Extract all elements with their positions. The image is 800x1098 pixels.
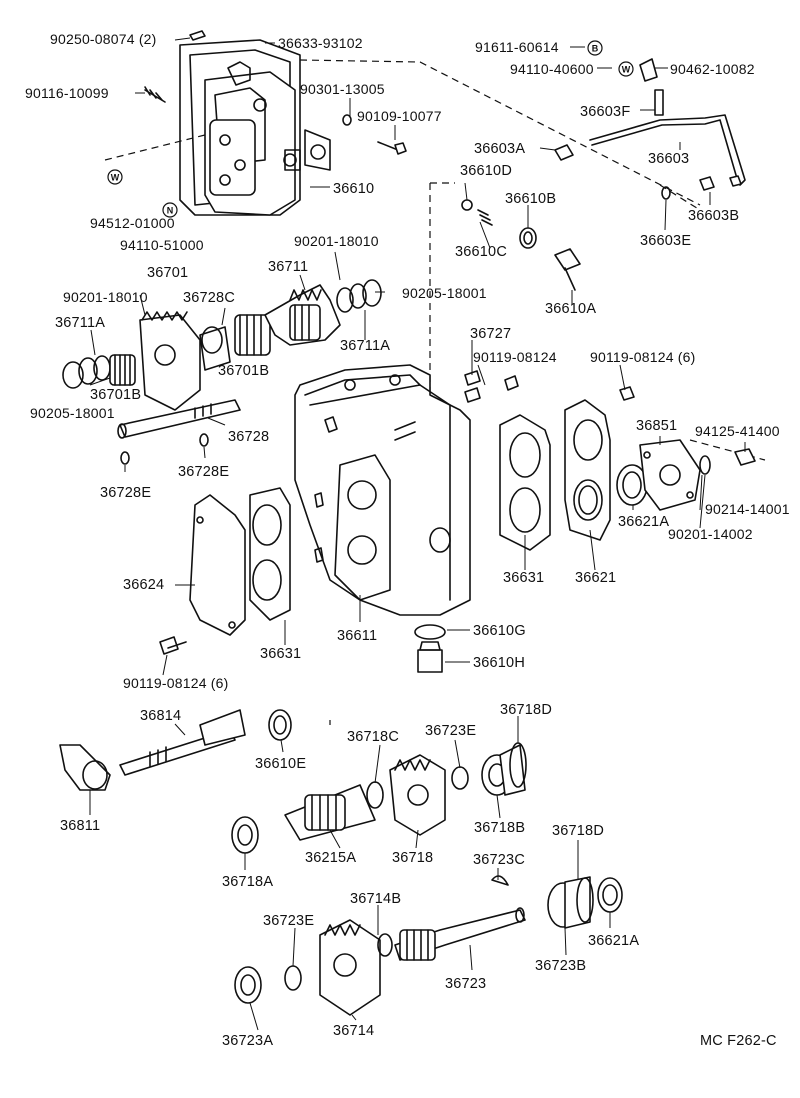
- part-label: 90201-18010: [63, 289, 148, 305]
- breather-pipe-assembly: [554, 58, 746, 200]
- part-label: 90250-08074 (2): [50, 31, 157, 47]
- part-label: 90214-14001: [705, 501, 790, 517]
- part-label: 36610E: [255, 756, 306, 772]
- part-label: 36610G: [473, 623, 526, 639]
- part-label: 36701: [147, 265, 188, 281]
- transfer-case-36611: [294, 364, 471, 673]
- part-label: 36714: [333, 1023, 374, 1039]
- part-label: 36603A: [474, 141, 525, 157]
- part-label: 36215A: [305, 850, 356, 866]
- part-label: 90462-10082: [670, 61, 755, 77]
- part-label: 36610: [333, 181, 374, 197]
- upper-gear-cluster: [62, 279, 382, 411]
- symbol-w-top: W: [618, 61, 634, 77]
- diagram-code: MC F262-C: [700, 1033, 777, 1049]
- part-label: 36621A: [618, 514, 669, 530]
- part-label: 36610D: [460, 163, 512, 179]
- part-label: 90119-08124: [473, 349, 557, 365]
- svg-text:W: W: [622, 65, 631, 75]
- part-label: 36621: [575, 570, 616, 586]
- part-label: 36723E: [425, 723, 476, 739]
- part-label: 36727: [470, 326, 511, 342]
- symbol-w-left: W: [107, 169, 123, 185]
- part-label: 36714B: [350, 891, 401, 907]
- part-label: 36611: [337, 628, 377, 644]
- part-label: 36728E: [178, 464, 229, 480]
- part-label: 36728C: [183, 290, 235, 306]
- part-label: 36718C: [347, 729, 399, 745]
- left-gaskets: [159, 487, 291, 655]
- part-label: 36603B: [688, 208, 739, 224]
- part-label: 90119-08124 (6): [123, 675, 228, 691]
- part-label: 90205-18001: [30, 405, 115, 421]
- transfer-cover-assembly: [179, 39, 331, 216]
- cover-small-parts: [461, 199, 581, 291]
- part-label: 36723C: [473, 852, 525, 868]
- part-label: 94110-51000: [120, 237, 204, 253]
- part-label: 36701B: [90, 387, 141, 403]
- part-label: 36631: [503, 570, 544, 586]
- part-labels: 90250-08074 (2) 36633-93102 91611-60614 …: [25, 31, 790, 1049]
- part-label: 36631: [260, 646, 301, 662]
- part-label: 90205-18001: [402, 285, 487, 301]
- part-label: 36718A: [222, 874, 273, 890]
- part-label: 90201-18010: [294, 233, 379, 249]
- part-label: 36718B: [474, 820, 525, 836]
- part-label: 36610B: [505, 191, 556, 207]
- svg-text:N: N: [167, 206, 174, 216]
- part-label: 94110-40600: [510, 61, 594, 77]
- svg-text:B: B: [592, 44, 599, 54]
- part-label: 36718D: [552, 823, 604, 839]
- part-label: 36811: [60, 818, 100, 834]
- part-label: 36723B: [535, 958, 586, 974]
- svg-text:W: W: [111, 173, 120, 183]
- part-label: 36728: [228, 429, 269, 445]
- part-label: 90301-13005: [300, 81, 385, 97]
- part-label: 91611-60614: [475, 39, 559, 55]
- symbol-b: B: [587, 40, 603, 56]
- symbol-n: N: [162, 202, 178, 218]
- part-label: 94125-41400: [695, 423, 780, 439]
- part-label: 36610C: [455, 244, 507, 260]
- part-label: 90119-08124 (6): [590, 349, 695, 365]
- shift-fork-parts: [59, 709, 292, 791]
- part-label: 36610A: [545, 301, 596, 317]
- top-bolts: [144, 30, 407, 155]
- leader-lines: [89, 37, 746, 1031]
- part-label: 90116-10099: [25, 85, 109, 101]
- part-label: 90109-10077: [357, 108, 442, 124]
- part-label: 36723A: [222, 1033, 273, 1049]
- part-label: 36603F: [580, 104, 630, 120]
- shaft-36728: [117, 399, 241, 465]
- right-gaskets: [499, 399, 611, 551]
- part-label: 36603: [648, 151, 689, 167]
- part-label: 36711A: [55, 315, 105, 331]
- output-gear-cluster: [231, 742, 527, 854]
- part-label: 36621A: [588, 933, 639, 949]
- part-label: 36701B: [218, 363, 269, 379]
- part-label: 36718: [392, 850, 433, 866]
- part-label: 90201-14002: [668, 526, 753, 542]
- part-label: 36814: [140, 708, 181, 724]
- part-label: 36633-93102: [278, 35, 363, 51]
- part-label: 36603E: [640, 233, 691, 249]
- part-label: 94512-01000: [90, 215, 175, 231]
- part-label: 36711A: [340, 338, 390, 354]
- part-label: 36718D: [500, 702, 552, 718]
- part-label: 36723: [445, 976, 486, 992]
- lower-shaft-assembly: [234, 875, 623, 1016]
- part-label: 36851: [636, 418, 677, 434]
- part-label: 36723E: [263, 913, 314, 929]
- extension-housing: [464, 370, 756, 511]
- part-label: 36610H: [473, 655, 525, 671]
- part-label: 36728E: [100, 485, 151, 501]
- part-label: 36711: [268, 259, 308, 275]
- part-label: 36624: [123, 577, 164, 593]
